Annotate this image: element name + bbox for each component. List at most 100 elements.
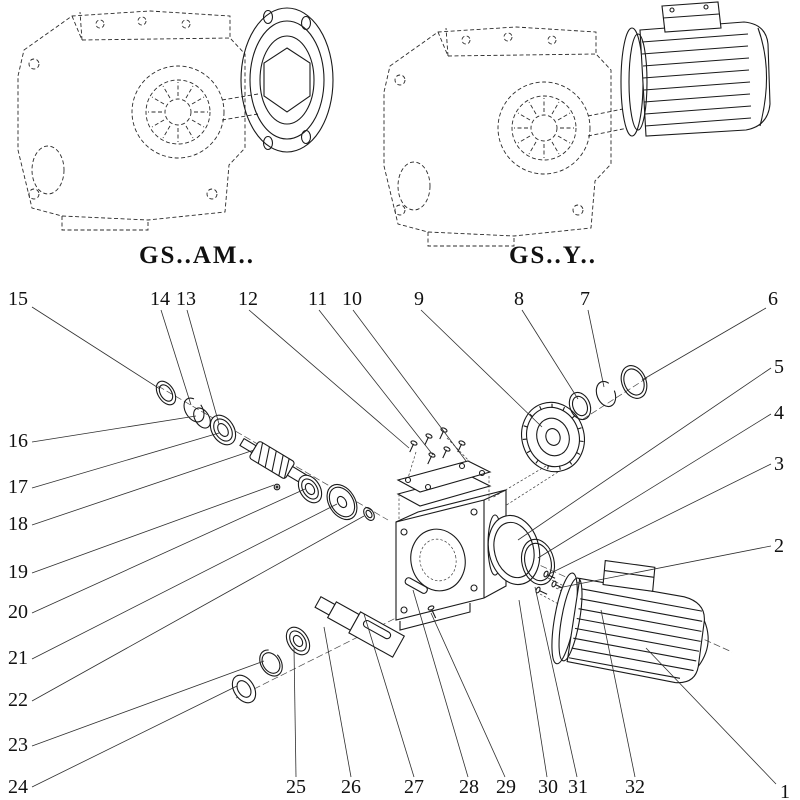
leader-line-17: [31, 432, 220, 489]
gearbox-y-drawing: [383, 1, 771, 247]
callout-number-1: 1: [780, 781, 790, 800]
gear-drop-line-2: [504, 471, 559, 507]
leader-line-32: [600, 609, 636, 778]
callout-number-29: 29: [496, 776, 516, 798]
callout-number-12: 12: [238, 288, 258, 310]
worm-shaft-bearing-front: [209, 414, 237, 446]
callout-number-4: 4: [774, 402, 784, 424]
model-label-gs-y: GS..Y..: [509, 242, 597, 269]
leader-line-19: [31, 484, 275, 574]
leader-line-6: [641, 307, 767, 381]
leader-line-7: [587, 309, 605, 388]
leader-line-28: [412, 589, 469, 778]
leader-line-25: [293, 647, 297, 778]
motor-y-fins: [641, 33, 752, 127]
leader-line-23: [31, 660, 265, 747]
callout-number-9: 9: [414, 288, 424, 310]
top-cover-assembly: [396, 427, 492, 520]
callout-number-21: 21: [8, 647, 28, 669]
cover-plate: [396, 460, 492, 493]
gearbox-housing: [395, 489, 507, 631]
leader-line-12: [248, 309, 410, 449]
leader-line-16: [31, 415, 197, 443]
motor-fins: [568, 588, 703, 679]
leader-line-20: [31, 488, 306, 614]
bearing-washer-disc: [326, 483, 358, 521]
callout-number-13: 13: [176, 288, 196, 310]
output-seal-washer: [231, 674, 257, 704]
motor-terminal-box: [602, 559, 656, 592]
callout-number-26: 26: [341, 776, 361, 798]
output-shaft: [314, 596, 406, 658]
gearbox-y-housing: [383, 26, 629, 247]
callout-number-30: 30: [538, 776, 558, 798]
leader-line-30: [518, 599, 548, 778]
callout-number-16: 16: [8, 430, 28, 452]
leader-line-4: [537, 413, 772, 559]
callout-number-2: 2: [774, 535, 784, 557]
exploded-view: [155, 365, 733, 704]
output-shaft-bearing: [285, 626, 311, 656]
leader-line-1: [645, 647, 777, 785]
output-circlip: [259, 649, 283, 677]
callout-number-14: 14: [150, 288, 170, 310]
leader-line-13: [186, 309, 220, 425]
callout-number-22: 22: [8, 689, 28, 711]
leader-line-27: [363, 613, 415, 778]
callout-number-17: 17: [8, 476, 28, 498]
shaft-circlip: [183, 397, 205, 423]
housing-screw: [427, 605, 437, 619]
callout-number-24: 24: [8, 776, 28, 798]
callout-number-6: 6: [768, 288, 778, 310]
leader-line-22: [31, 515, 365, 702]
leader-line-11: [318, 309, 434, 456]
model-label-gs-am: GS..AM..: [139, 242, 255, 269]
leader-line-15: [31, 306, 161, 390]
flange-shim-ring: [520, 538, 556, 586]
gearbox-am-drawing: [17, 7, 334, 231]
callout-number-32: 32: [625, 776, 645, 798]
shaft-spacer-ring: [193, 407, 211, 429]
callout-number-11: 11: [308, 288, 327, 310]
leader-line-26: [323, 626, 352, 778]
shaft-key: [404, 577, 428, 594]
gearbox-am-housing: [17, 10, 259, 231]
callout-number-28: 28: [459, 776, 479, 798]
locating-pin: [273, 483, 281, 491]
callout-number-19: 19: [8, 561, 28, 583]
leader-line-3: [548, 463, 772, 575]
callout-number-20: 20: [8, 601, 28, 623]
cover-screws: [409, 427, 466, 465]
callout-number-23: 23: [8, 734, 28, 756]
callout-number-7: 7: [580, 288, 590, 310]
motor-y: [620, 1, 771, 137]
leader-line-9: [420, 309, 543, 428]
worm-shaft-bearing-rear: [297, 474, 323, 504]
leader-line-2: [557, 545, 772, 589]
callout-number-3: 3: [774, 453, 784, 475]
leader-line-8: [521, 309, 579, 400]
callout-number-31: 31: [568, 776, 588, 798]
leader-line-10: [352, 309, 467, 462]
leader-line-29: [430, 612, 506, 778]
callout-number-18: 18: [8, 513, 28, 535]
leader-line-18: [31, 449, 255, 526]
worm-wheel-gear: [521, 401, 585, 473]
leader-line-24: [31, 685, 238, 788]
drive-motor: [551, 559, 709, 684]
leader-line-21: [31, 503, 338, 660]
callout-number-10: 10: [342, 288, 362, 310]
callout-number-15: 15: [8, 288, 28, 310]
leader-line-31: [534, 586, 578, 778]
shaft-seal-ring: [155, 380, 177, 406]
callout-number-25: 25: [286, 776, 306, 798]
gear-end-ring: [620, 365, 648, 399]
callout-number-8: 8: [514, 288, 524, 310]
small-retaining-ring: [363, 507, 375, 521]
gear-drop-line-1: [491, 465, 547, 499]
leader-line-5: [517, 367, 772, 541]
gear-circlip: [595, 380, 617, 408]
